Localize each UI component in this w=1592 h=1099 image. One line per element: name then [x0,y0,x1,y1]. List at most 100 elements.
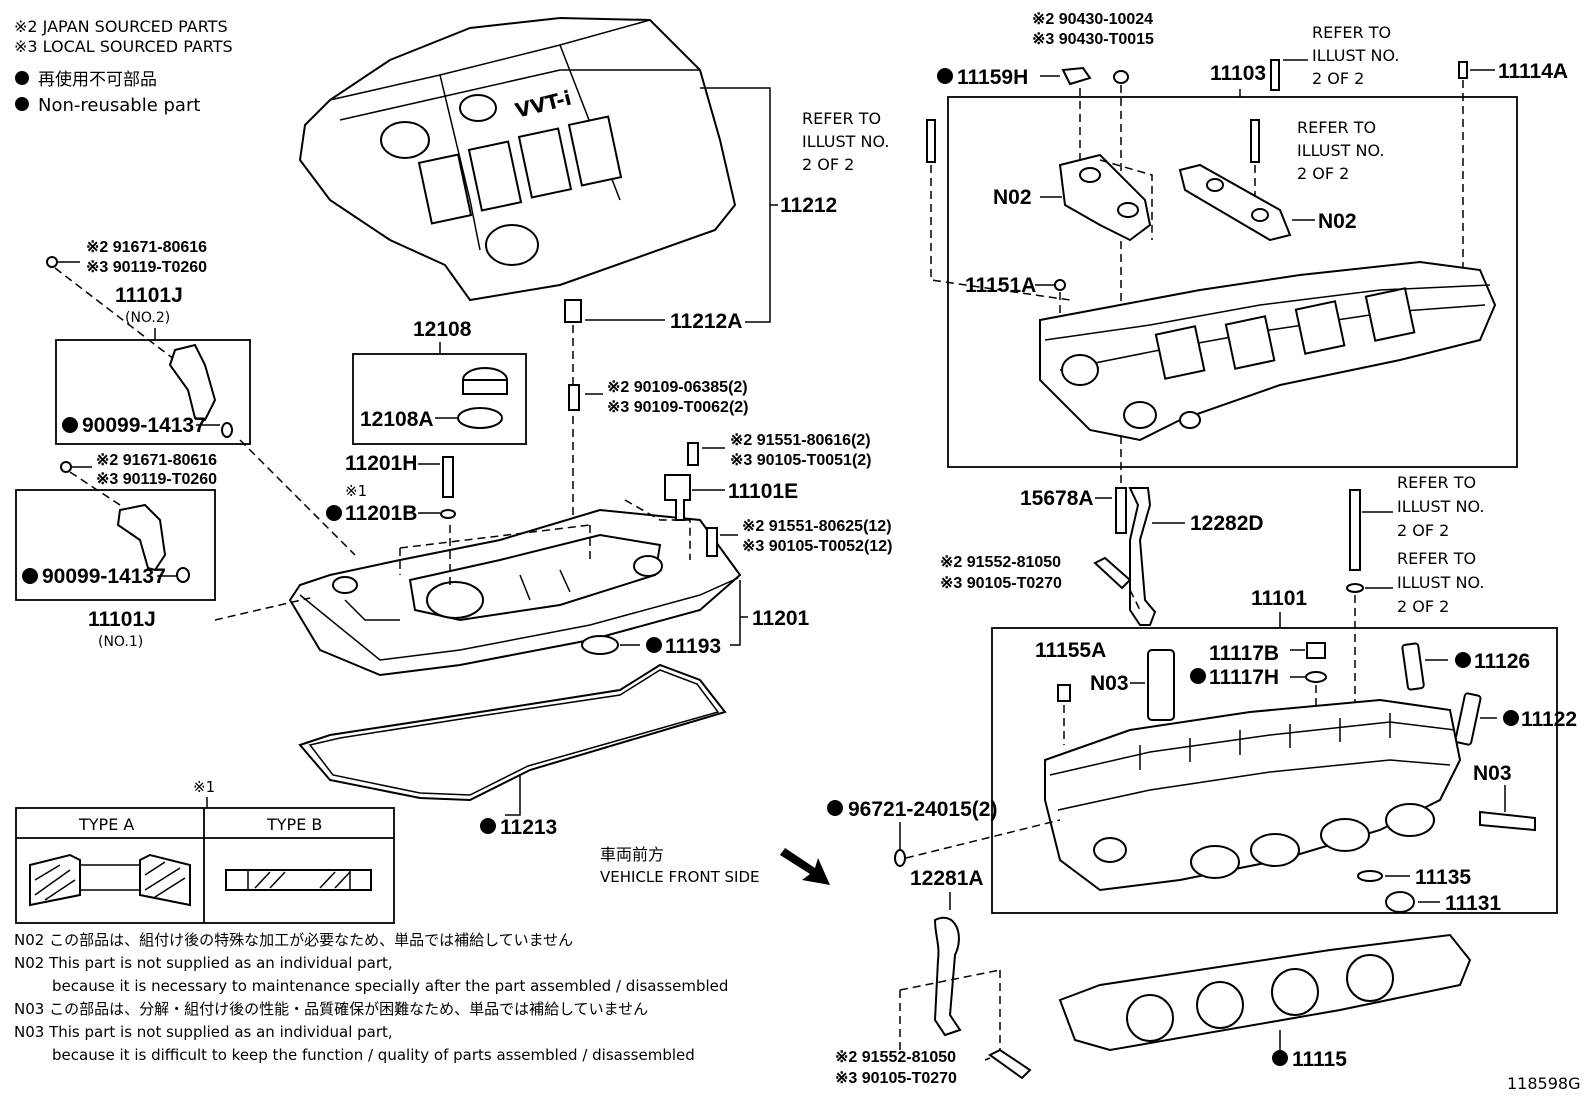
part-N02-right: N02 [1318,210,1357,233]
oil-cap-gasket-12108A [457,407,503,429]
part-11213: 11213 [500,816,557,839]
cylinder-head-illustration [1044,698,1462,892]
part-11101E: 11101E [728,480,798,503]
nonreusable-en: Non-reusable part [38,95,200,116]
pin-11151A [1054,279,1066,291]
refer-3-line-3: 2 OF 2 [1297,164,1349,183]
part-12108: 12108 [413,318,472,341]
bolt-91551-80616-jp: ※2 91551-80616(2) [730,432,871,449]
bolt-91671-mid [60,461,72,473]
part-11101J-no2-sub: (NO.2) [125,310,170,326]
gasket-11135 [1357,870,1383,882]
refer-2-line-1: REFER TO [802,109,881,128]
plug-11114A [1458,61,1468,79]
guide-11122 [1454,692,1482,746]
sleeve-N03-left [1147,649,1175,721]
bolt-91671-mid-local: ※3 90119-T0260 [96,471,217,488]
stud-90109 [568,384,580,411]
refer-4-line-1: REFER TO [1397,473,1476,492]
part-11101J-no1: 11101J [88,608,156,631]
refer-5-line-3: 2 OF 2 [1397,597,1449,616]
box-cylinder-head [991,627,1558,914]
bolt-refer-3 [1250,119,1260,163]
type-table [15,807,395,924]
part-11201H: 11201H [345,452,417,475]
plug-11117B [1306,642,1326,659]
bolt-91671-top-local: ※3 90119-T0260 [86,259,207,276]
part-11117H: 11117H [1209,666,1279,689]
note-n02-en-1: N02 This part is not supplied as an indi… [14,954,393,972]
bolt-91552-top-jp: ※2 91552-81050 [940,554,1061,571]
refer-1-line-2: ILLUST NO. [1312,46,1399,65]
pin-11155A [1057,684,1071,702]
bolt-11103 [1270,59,1280,91]
bolt-91552-top [1093,556,1132,590]
nonreusable-dot-icon [15,97,29,111]
type-table-mark: ※1 [193,778,215,796]
head-cover-illustration [288,508,742,677]
bolt-91551-80616 [687,442,699,466]
part-90099-a: 90099-14137 [82,414,206,437]
part-11126: 11126 [1474,650,1530,673]
plug-96721 [894,849,906,867]
part-11117B: 11117B [1209,642,1279,665]
part-11103: 11103 [1210,62,1266,85]
illustration-id: 118598G [1507,1074,1580,1093]
bolt-refer-4 [1349,489,1361,571]
part-11101: 11101 [1251,587,1307,610]
part-11122: 11122 [1521,708,1577,731]
part-11201: 11201 [752,607,810,630]
part-12108A: 12108A [360,408,434,431]
gasket-11117H [1305,671,1327,683]
bolt-91551-80625 [706,527,718,557]
part-N03-left: N03 [1090,672,1129,695]
guide-11126 [1401,642,1425,691]
part-12282D: 12282D [1190,512,1264,535]
bolt-91552-bot [988,1048,1032,1080]
seal-11131 [1385,891,1415,913]
part-11212A: 11212A [670,310,742,333]
refer-5-line-1: REFER TO [1397,549,1476,568]
nonreusable-jp: 再使用不可部品 [38,69,157,90]
part-11193: 11193 [665,635,721,658]
washer-90430 [1113,70,1129,84]
washer-90430-local: ※3 90430-T0015 [1032,31,1154,48]
part-11212: 11212 [780,194,837,217]
bolt-91552-bot-local: ※3 90105-T0270 [835,1070,957,1087]
part-11201B: 11201B [345,502,417,525]
front-jp: 車両前方 [600,845,664,864]
note-n03-en-2: because it is difficult to keep the func… [52,1046,695,1064]
box-ocv-no2 [55,339,251,445]
refer-3-line-1: REFER TO [1297,118,1376,137]
part-11155A: 11155A [1035,639,1106,662]
bolt-91551-80616-local: ※3 90105-T0051(2) [730,452,872,469]
grommet-11212A [564,299,582,323]
sensor-11101E [664,474,691,521]
part-11159H: 11159H [957,66,1028,89]
bolt-91552-top-local: ※3 90105-T0270 [940,575,1062,592]
ocv-no1 [116,503,167,572]
refer-5-line-2: ILLUST NO. [1397,573,1484,592]
camshaft-housing-illustration [1039,260,1497,442]
type-a-gasket-icon [29,853,191,907]
part-11114A: 11114A [1498,60,1568,83]
bolt-91552-bot-jp: ※2 91552-81050 [835,1049,956,1066]
refer-2-line-2: ILLUST NO. [802,132,889,151]
gasket-11213 [298,663,727,802]
note-n02-jp: N02 この部品は、組付け後の特殊な加工が必要なため、単品では補給していません [14,931,573,949]
refer-2-line-3: 2 OF 2 [802,155,854,174]
note-n03-jp: N03 この部品は、分解・組付け後の性能・品質確保が困難なため、単品では補給して… [14,1000,648,1018]
front-en: VEHICLE FRONT SIDE [600,868,760,886]
bolt-15678A [1115,487,1127,534]
part-11131: 11131 [1445,892,1501,915]
part-12281A: 12281A [910,867,984,890]
refer-3-line-2: ILLUST NO. [1297,141,1384,160]
bolt-91671-top [46,256,58,268]
part-15678A: 15678A [1020,487,1094,510]
part-11135: 11135 [1415,866,1471,889]
note-n02-en-2: because it is necessary to maintenance s… [52,977,728,995]
washer-90430-jp: ※2 90430-10024 [1032,11,1153,28]
refer-4-line-2: ILLUST NO. [1397,497,1484,516]
part-11151A: 11151A [965,274,1036,297]
